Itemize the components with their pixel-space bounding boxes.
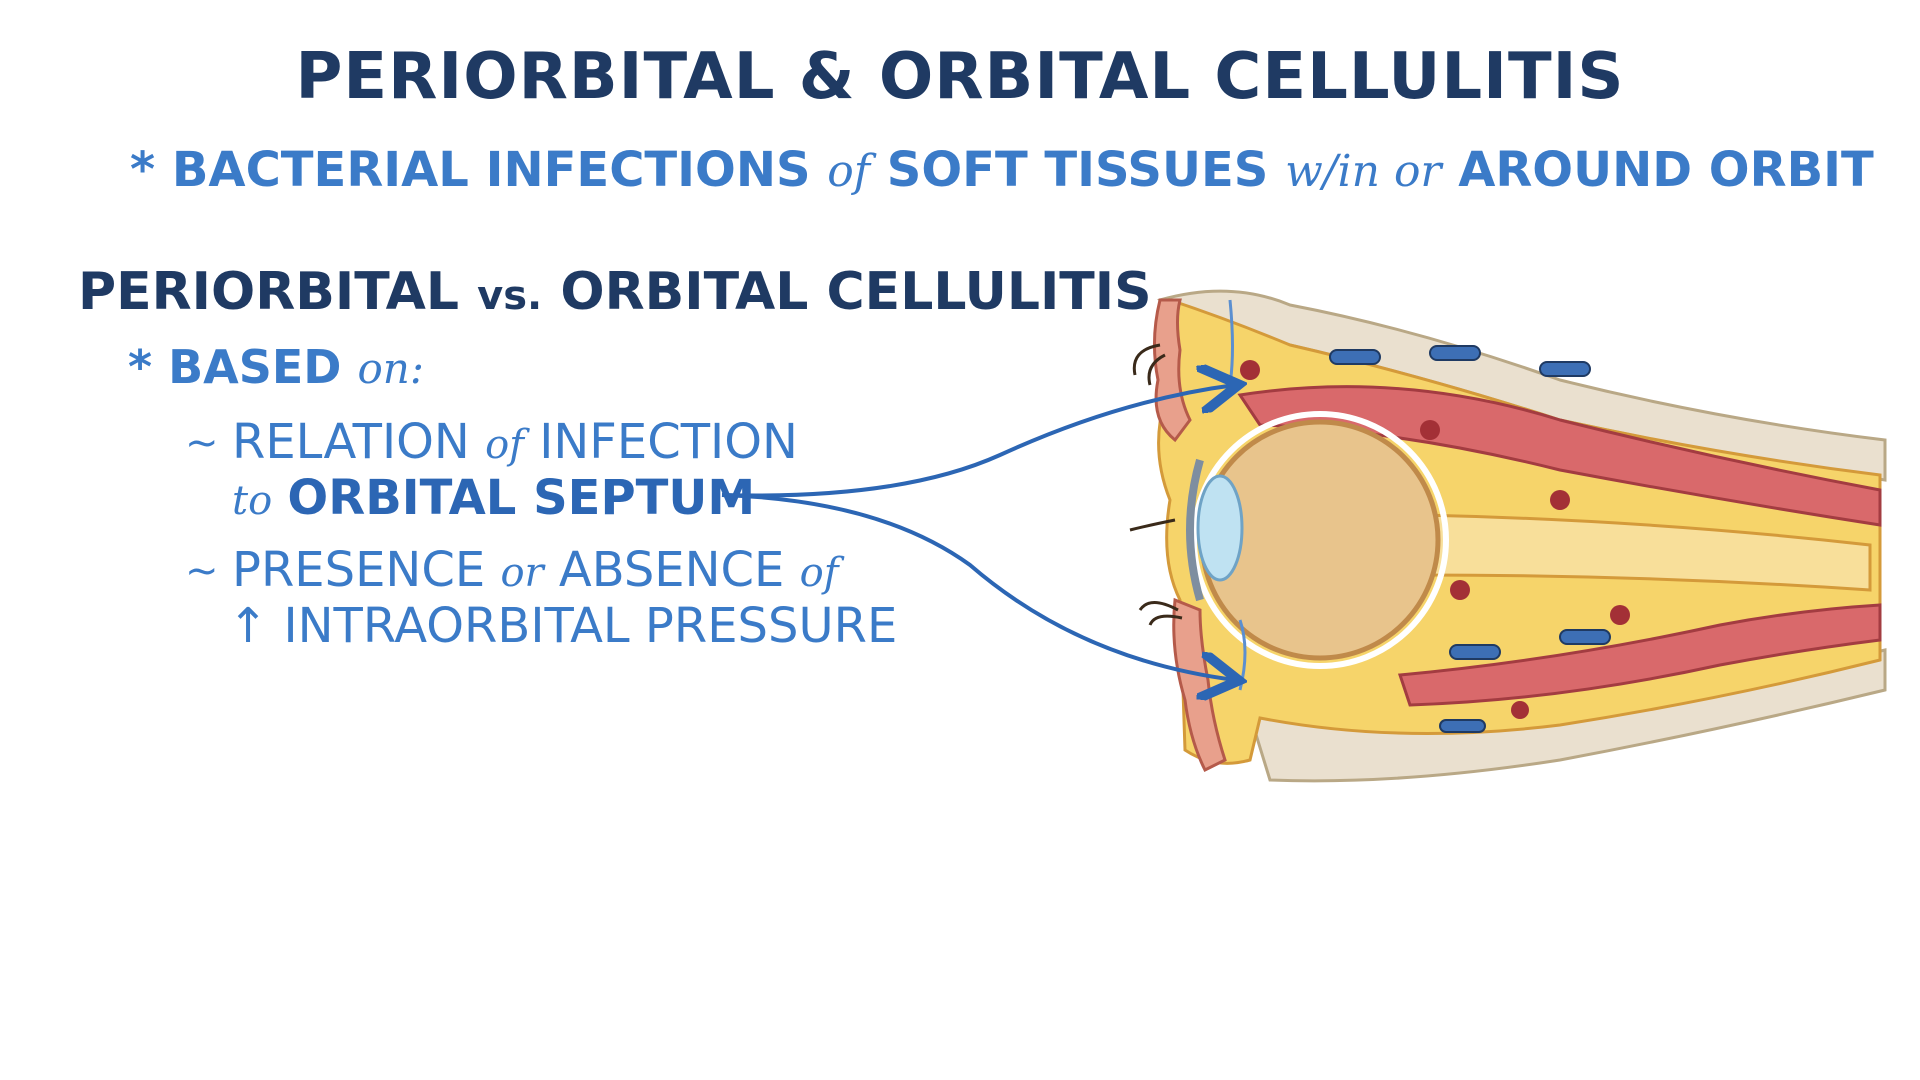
based-on-label: * BASED on: xyxy=(128,340,424,394)
up-arrow-icon: ↑ xyxy=(228,598,269,654)
heading-vs: vs. xyxy=(477,273,543,319)
criterion-pressure-line1: PRESENCE or ABSENCE of xyxy=(232,542,839,601)
criterion-word: PRESENCE xyxy=(232,542,486,598)
page-title: PERIORBITAL & ORBITAL CELLULITIS xyxy=(295,40,1625,114)
subtitle-text-4: w/in or xyxy=(1285,146,1442,197)
blood-vessel-red xyxy=(1610,605,1630,625)
inner-lashes xyxy=(1129,518,1176,532)
heading-text-3: ORBITAL CELLULITIS xyxy=(560,262,1152,322)
upper-eyelid xyxy=(1152,298,1192,443)
blood-vessel-blue xyxy=(1559,629,1611,645)
subtitle-definition: * BACTERIAL INFECTIONS of SOFT TISSUES w… xyxy=(130,142,1874,198)
subtitle-text-2: of xyxy=(827,146,871,197)
heading-text-1: PERIORBITAL xyxy=(78,262,460,322)
criterion-word: RELATION xyxy=(232,414,470,470)
blood-vessel-blue xyxy=(1439,719,1486,733)
upper-eyelashes xyxy=(1132,343,1166,386)
criterion-word: ABSENCE xyxy=(558,542,785,598)
blood-vessel-blue xyxy=(1429,345,1481,361)
criterion-word: of xyxy=(485,422,524,468)
blood-vessel-red xyxy=(1511,701,1529,719)
blood-vessel-blue xyxy=(1539,361,1591,377)
blood-vessel-red xyxy=(1550,490,1570,510)
based-suffix: on: xyxy=(357,344,425,393)
blood-vessel-red xyxy=(1420,420,1440,440)
based-text: BASED xyxy=(168,340,342,394)
optic-nerve xyxy=(1418,513,1872,592)
cornea xyxy=(1196,474,1244,582)
criterion-marker: ~ xyxy=(185,548,219,594)
criterion-relation-line2: to ORBITAL SEPTUM xyxy=(232,470,755,529)
blood-vessel-blue xyxy=(1449,644,1501,660)
superior-rectus-muscle xyxy=(1237,385,1882,527)
inferior-rectus-muscle xyxy=(1397,603,1882,707)
subtitle-text-1: BACTERIAL INFECTIONS xyxy=(171,142,811,198)
criterion-word: INTRAORBITAL PRESSURE xyxy=(283,598,898,654)
subtitle-text-5: AROUND ORBIT xyxy=(1458,142,1874,198)
subtitle-text-3: SOFT TISSUES xyxy=(886,142,1269,198)
criterion-word: of xyxy=(799,550,839,596)
blood-vessel-red xyxy=(1240,360,1260,380)
criterion-relation-line1: RELATION of INFECTION xyxy=(232,414,798,473)
criterion-word: to xyxy=(232,478,273,524)
criterion-word: or xyxy=(500,550,544,596)
lower-eyelashes xyxy=(1138,601,1183,626)
comparison-heading: PERIORBITAL vs. ORBITAL CELLULITIS xyxy=(78,262,1152,322)
criterion-word: INFECTION xyxy=(539,414,798,470)
iris xyxy=(1186,458,1204,602)
orbital-septum-label: ORBITAL SEPTUM xyxy=(287,470,756,526)
blood-vessel-red xyxy=(1450,580,1470,600)
criterion-marker: ~ xyxy=(185,420,219,466)
bullet-asterisk: * xyxy=(128,340,153,394)
criterion-pressure-line2: ↑ INTRAORBITAL PRESSURE xyxy=(228,598,897,654)
arrow-to-septum-lower xyxy=(721,493,1235,680)
blood-vessel-blue xyxy=(1329,349,1381,365)
arrow-to-septum-upper xyxy=(721,385,1235,498)
bullet-asterisk: * xyxy=(130,142,156,198)
